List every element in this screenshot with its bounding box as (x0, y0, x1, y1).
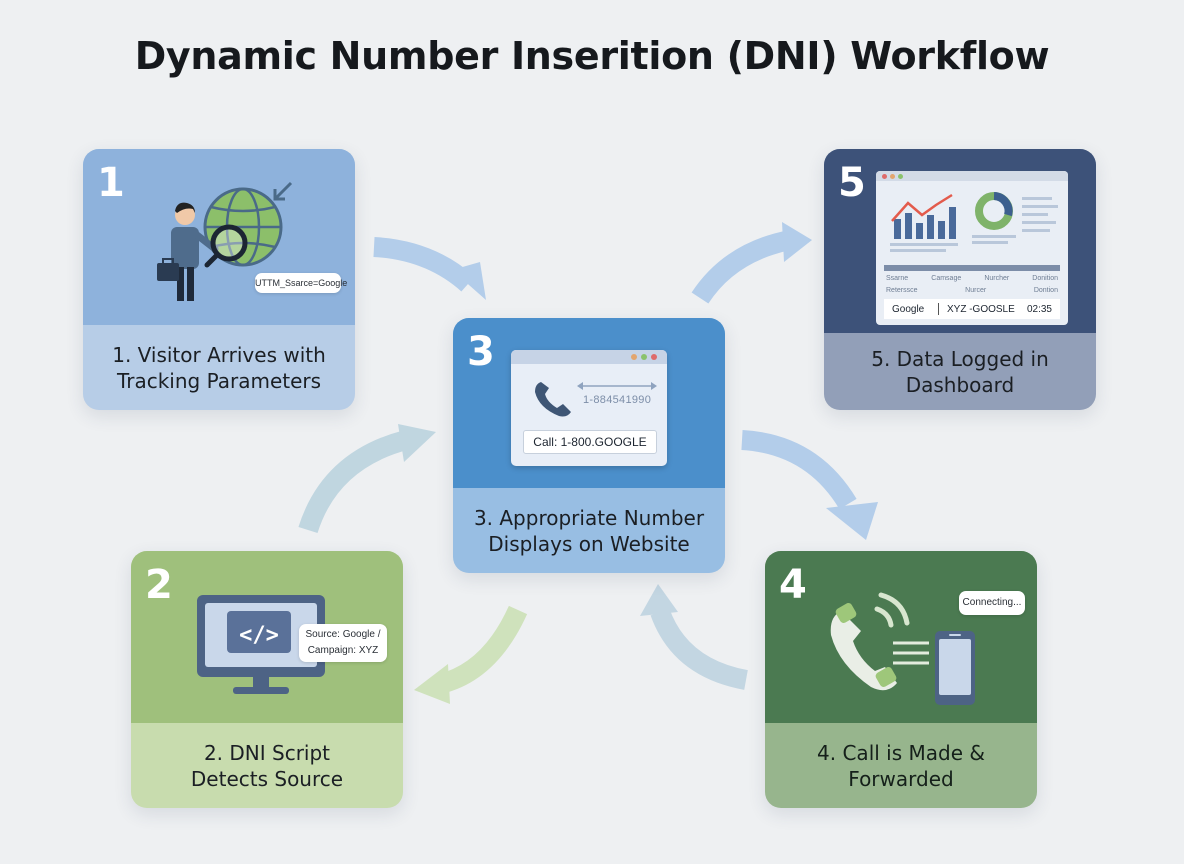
signal-icon (874, 592, 910, 628)
phone-handset-icon (830, 603, 897, 691)
arrow-1-to-3 (373, 237, 486, 300)
smartphone-icon (935, 631, 975, 705)
code-icon: </> (227, 611, 291, 653)
table-cell: Dontion (1033, 287, 1058, 294)
visitor-illustration (157, 181, 293, 301)
step-card-4: 4 Connecting... 4. Call is Made & Forwar… (765, 551, 1037, 808)
phone-icon (535, 382, 571, 417)
step-2-illustration: 2 </> Source: Google / Campaign: XYZ (131, 551, 403, 723)
step-5-caption-area: 5. Data Logged in Dashboard (824, 333, 1096, 410)
step-number: 2 (145, 562, 173, 608)
arrow-3-to-4 (741, 430, 878, 540)
step-number: 4 (779, 562, 807, 608)
step-caption: 3. Appropriate Number Displays on Websit… (473, 505, 705, 556)
magnifier-icon (204, 224, 248, 268)
page-title: Dynamic Number Inserition (DNI) Workflow (134, 34, 1050, 78)
table-header: Ssarne Camsage Nurcher Donition (886, 275, 1058, 282)
arrow-icon (273, 181, 293, 201)
dashboard-icon: Ssarne Camsage Nurcher Donition Reterssc… (876, 171, 1068, 325)
campaign-line: Campaign: XYZ (307, 645, 379, 656)
arrow-3-to-2 (414, 605, 528, 704)
step-number: 3 (467, 329, 495, 375)
step-caption: 4. Call is Made & Forwarded (817, 740, 985, 791)
window-dot (882, 174, 887, 179)
column-header: Ssarne (886, 275, 909, 282)
step-1-caption-area: 1. Visitor Arrives with Tracking Paramet… (83, 325, 355, 410)
number-arrows (577, 382, 657, 390)
dashboard-charts (890, 192, 1058, 252)
step-card-5: 5 (824, 149, 1096, 410)
connecting-bubble: Connecting... (959, 591, 1025, 615)
browser-titlebar (511, 350, 667, 364)
window-dot (641, 354, 647, 360)
window-dot (651, 354, 657, 360)
dashboard-titlebar (876, 171, 1068, 181)
table-header-bar (884, 265, 1060, 271)
table-cell: Nurcer (965, 287, 987, 294)
arrow-3-to-5 (691, 222, 812, 304)
step-1-illustration: 1 (83, 149, 355, 325)
line-chart-icon (890, 193, 958, 252)
table-cell: Google (892, 303, 925, 315)
call-illustration (830, 592, 975, 705)
table-cell: Reterssce (886, 287, 918, 294)
step-3-caption-area: 3. Appropriate Number Displays on Websit… (453, 488, 725, 573)
briefcase-icon (157, 258, 179, 281)
step-number: 1 (97, 160, 125, 206)
step-number: 5 (838, 160, 866, 206)
column-header: Camsage (931, 275, 962, 282)
utm-tag: UTTM_Ssarce=Google (255, 273, 347, 293)
column-header: Nurcher (984, 275, 1010, 282)
table-subheader: Reterssce Nurcer Dontion (886, 287, 1058, 294)
step-2-caption-area: 2. DNI Script Detects Source (131, 723, 403, 808)
step-caption: 2. DNI Script Detects Source (190, 740, 344, 791)
visitor-icon (171, 202, 219, 301)
browser-icon: 1-884541990 Call: 1-800.GOOGLE (511, 350, 667, 466)
step-card-3: 3 1-884541990 Call: 1-800.GOOGLE 3. Appr… (453, 318, 725, 573)
step-caption: 1. Visitor Arrives with Tracking Paramet… (112, 342, 326, 393)
step-5-illustration: 5 (824, 149, 1096, 333)
step-caption: 5. Data Logged in Dashboard (871, 346, 1049, 397)
window-dot (898, 174, 903, 179)
column-header: Donition (1032, 275, 1058, 282)
browser-number: 1-884541990 (583, 394, 652, 406)
source-line: Source: Google / (305, 629, 381, 640)
table-row: Google XYZ -GOOSLE 02:35 (884, 299, 1060, 319)
step-4-illustration: 4 Connecting... (765, 551, 1037, 723)
svg-text:</>: </> (239, 623, 279, 648)
arrow-4-to-3 (640, 584, 749, 690)
monitor-icon: </> (197, 595, 325, 694)
window-dot (890, 174, 895, 179)
step-3-illustration: 3 1-884541990 Call: 1-800.GOOGLE (453, 318, 725, 488)
call-number-label: Call: 1-800.GOOGLE (523, 430, 657, 454)
window-dot (631, 354, 637, 360)
table-cell: XYZ -GOOSLE (947, 303, 1015, 315)
cell-divider (938, 303, 939, 315)
step-card-1: 1 (83, 149, 355, 410)
source-tag: Source: Google / Campaign: XYZ (299, 624, 387, 662)
step-card-2: 2 </> Source: Google / Campaign: XYZ 2. … (131, 551, 403, 808)
step-4-caption-area: 4. Call is Made & Forwarded (765, 723, 1037, 808)
donut-chart-icon (972, 192, 1016, 244)
table-cell: 02:35 (1026, 303, 1052, 315)
arrow-2-to-3 (298, 424, 436, 534)
